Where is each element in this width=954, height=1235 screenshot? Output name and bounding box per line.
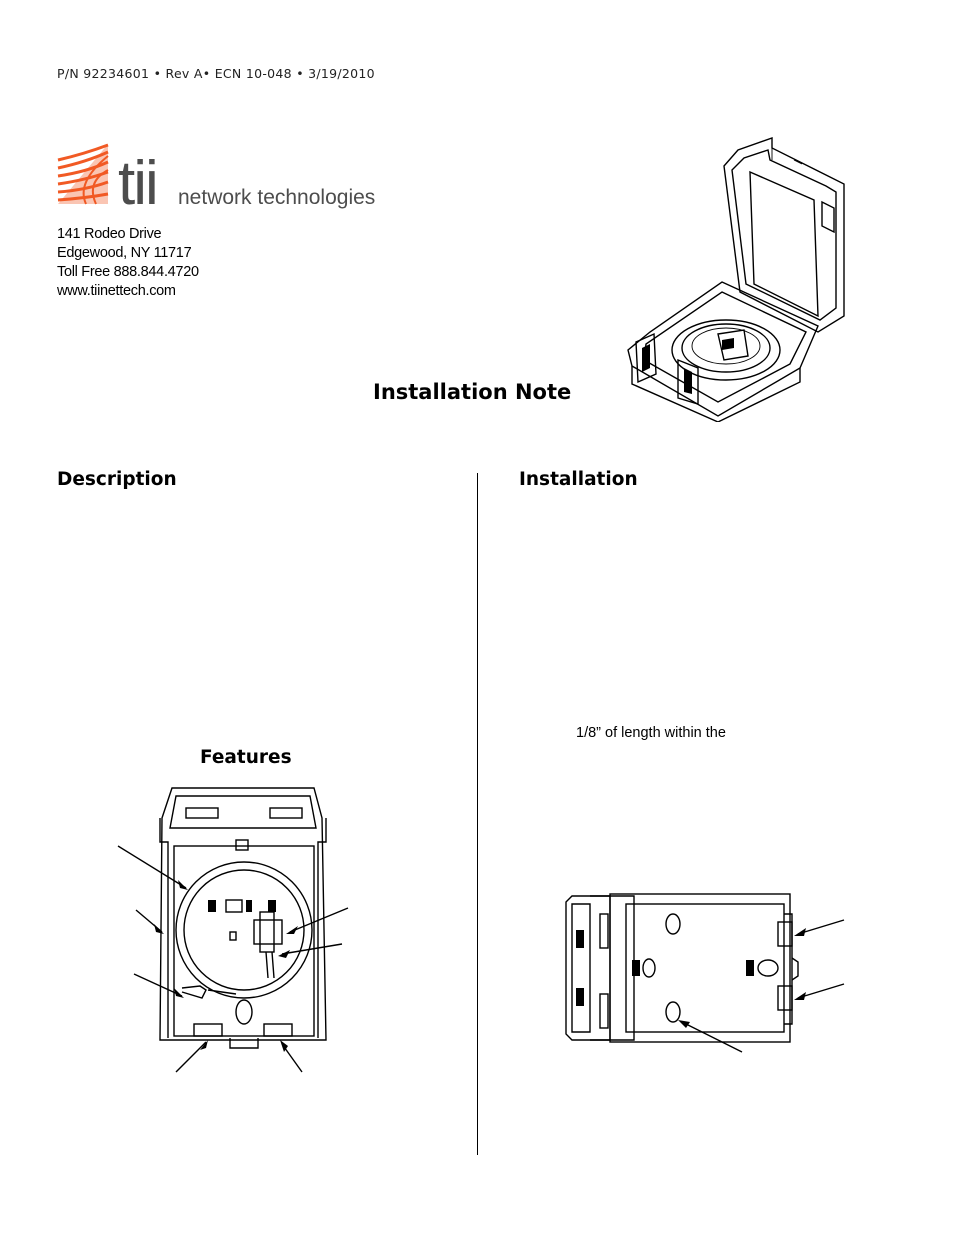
installation-heading: Installation	[519, 469, 638, 490]
address-phone: Toll Free 888.844.4720	[57, 264, 199, 280]
logo-brand: tii	[118, 149, 157, 212]
product-open-enclosure-illustration	[627, 137, 845, 422]
company-address: 141 Rodeo Drive Edgewood, NY 11717 Toll …	[57, 225, 199, 301]
installation-diagram	[565, 893, 845, 1053]
logo-swoosh-icon	[57, 143, 109, 205]
document-title: Installation Note	[373, 380, 572, 404]
description-heading: Description	[57, 469, 177, 490]
tii-logo-graphic: tii network technologies	[57, 143, 375, 218]
features-diagram	[117, 787, 349, 1073]
company-logo: tii network technologies	[56, 142, 406, 218]
address-street: 141 Rodeo Drive	[57, 226, 162, 242]
features-heading: Features	[200, 747, 292, 768]
column-divider	[477, 473, 478, 1155]
logo-tagline: network technologies	[178, 186, 375, 209]
part-number: P/N 92234601 • Rev A• ECN 10-048 • 3/19/…	[57, 66, 375, 81]
address-city: Edgewood, NY 11717	[57, 245, 192, 261]
installation-text: 1/8” of length within the	[576, 725, 726, 741]
address-website[interactable]: www.tiinettech.com	[57, 283, 176, 299]
